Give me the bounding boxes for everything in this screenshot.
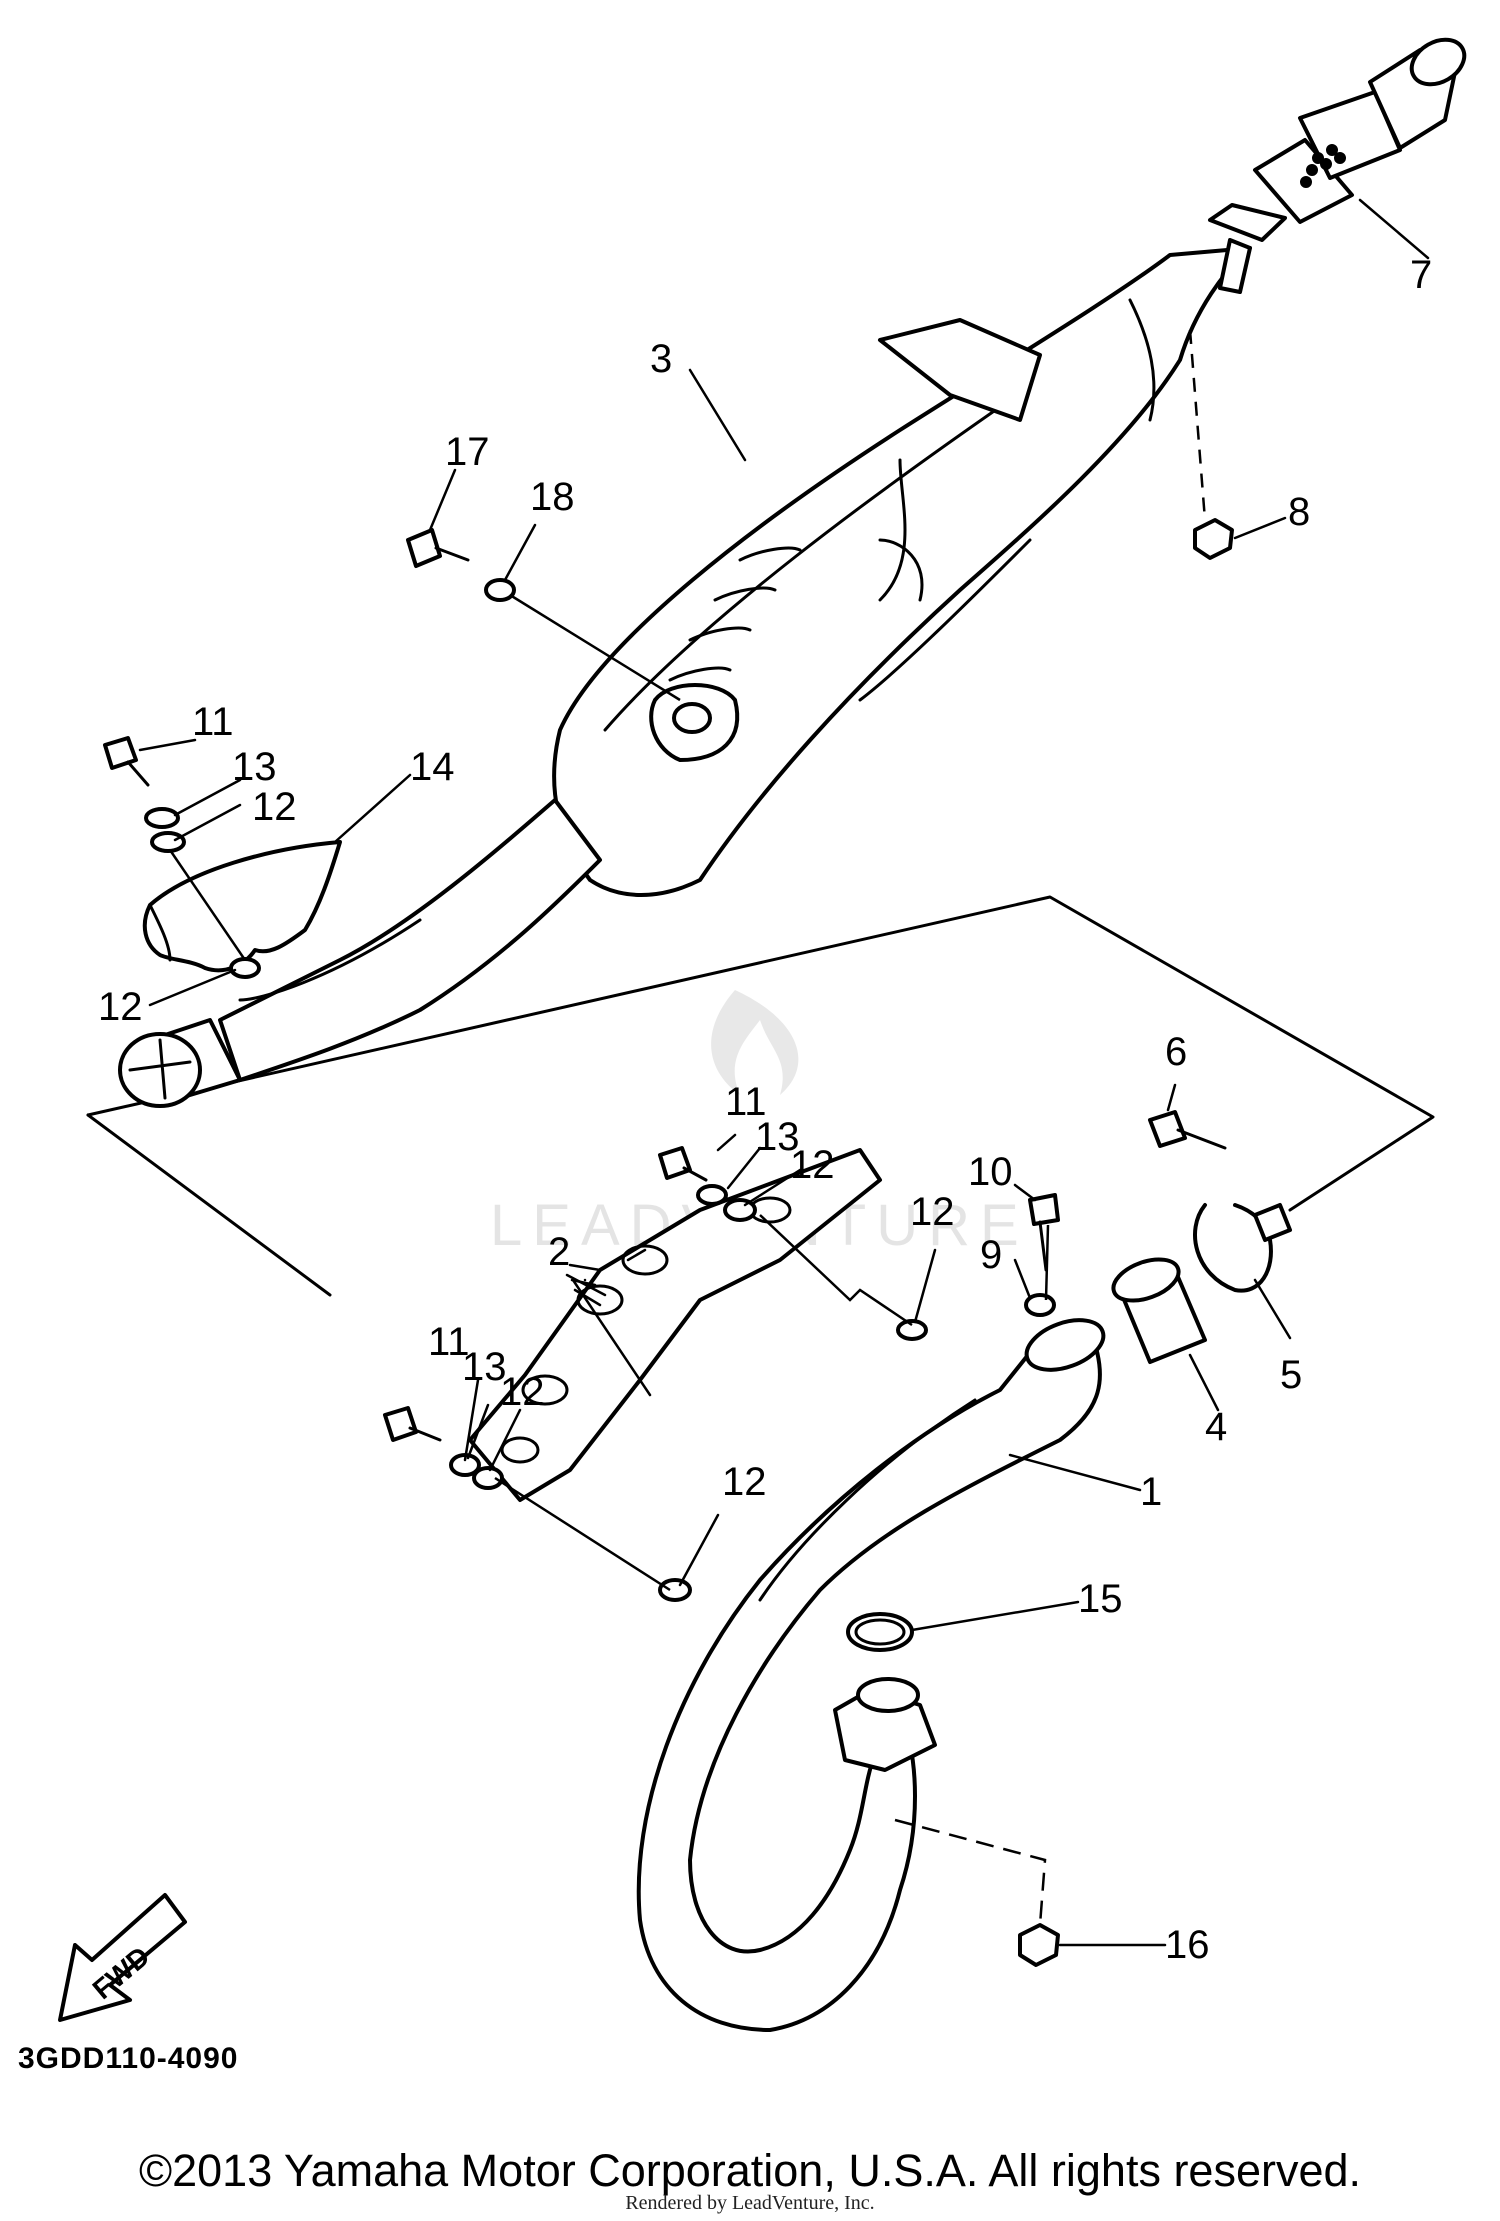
part-2-protector <box>468 1148 882 1502</box>
copyright-notice: ©2013 Yamaha Motor Corporation, U.S.A. A… <box>138 2145 1362 2196</box>
callout-18: 18 <box>530 475 575 519</box>
subassembly-outline <box>86 895 1435 1212</box>
callout-8: 8 <box>1288 490 1310 534</box>
callout-7: 7 <box>1410 253 1432 297</box>
callout-12-b: 12 <box>98 985 143 1029</box>
leader-lines <box>138 198 1430 1947</box>
callout-12-a: 12 <box>252 785 297 829</box>
callout-12-e: 12 <box>500 1370 545 1414</box>
callouts: 1 2 3 4 5 6 7 8 9 10 11 11 11 12 12 12 1… <box>98 253 1432 1967</box>
callout-13-middle: 13 <box>755 1115 800 1159</box>
callout-14: 14 <box>410 745 455 789</box>
callout-1: 1 <box>1140 1470 1162 1514</box>
subassembly-outline-left <box>86 1113 332 1297</box>
fasteners <box>103 518 1234 1967</box>
callout-10: 10 <box>968 1150 1013 1194</box>
fwd-arrow-icon: FWD <box>58 1893 187 2022</box>
callout-11-upper: 11 <box>192 700 234 744</box>
callout-11-lower: 11 <box>428 1320 470 1364</box>
callout-13-lower: 13 <box>462 1345 507 1389</box>
callout-15: 15 <box>1078 1577 1123 1621</box>
rendered-by-notice: Rendered by LeadVenture, Inc. <box>625 2192 875 2214</box>
callout-16: 16 <box>1165 1923 1210 1967</box>
callout-2: 2 <box>548 1230 570 1274</box>
callout-13-upper: 13 <box>232 745 277 789</box>
assembly-lines <box>168 329 1207 1926</box>
part-5-clamp <box>1193 1203 1292 1293</box>
pipe-flange <box>833 1677 937 1772</box>
callout-12-d: 12 <box>910 1190 955 1234</box>
callout-4: 4 <box>1205 1405 1227 1449</box>
callout-6: 6 <box>1165 1030 1187 1074</box>
callout-5: 5 <box>1280 1353 1302 1397</box>
callout-17: 17 <box>445 430 490 474</box>
callout-3: 3 <box>650 337 672 381</box>
part-1-exhaust-pipe <box>636 1318 1106 2032</box>
part-15-gasket <box>846 1612 914 1652</box>
part-3-muffler <box>118 238 1252 1108</box>
callout-9: 9 <box>980 1233 1002 1277</box>
part-14-protector <box>142 840 342 973</box>
part-4-joint <box>1111 1257 1207 1364</box>
callout-12-f: 12 <box>722 1460 767 1504</box>
callout-11-middle: 11 <box>725 1080 767 1124</box>
callout-12-c: 12 <box>790 1143 835 1187</box>
part-7-spark-arrester <box>1208 37 1467 242</box>
diagram-code: 3GDD110-4090 <box>18 2042 239 2075</box>
